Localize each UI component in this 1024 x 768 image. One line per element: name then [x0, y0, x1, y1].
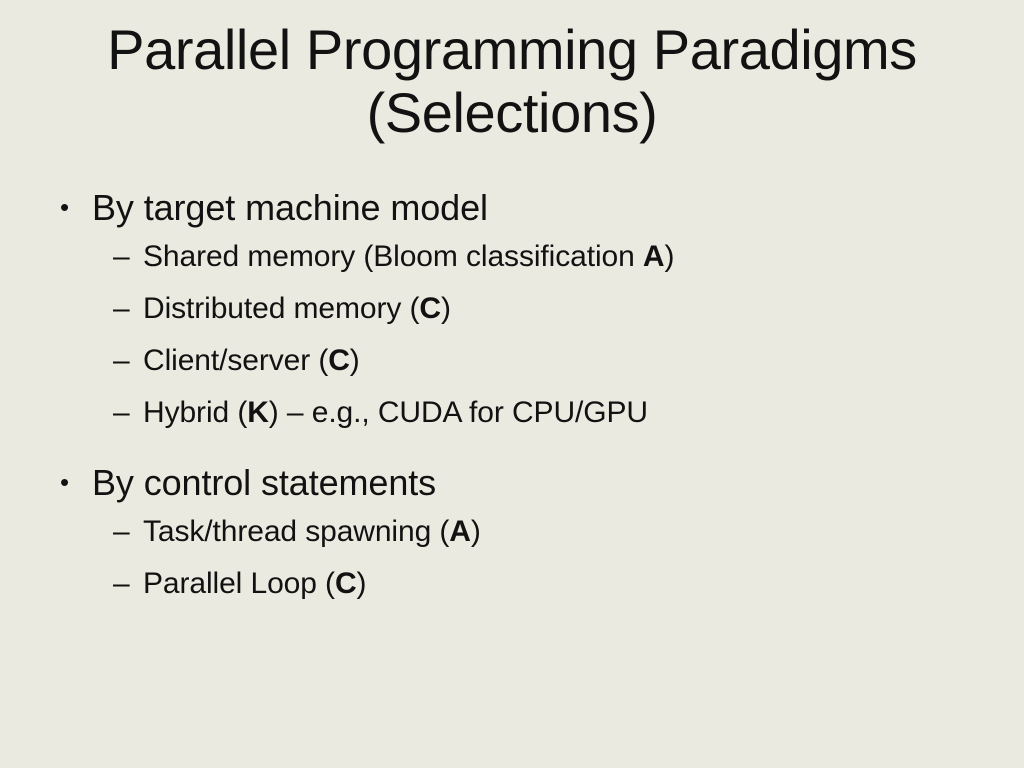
dash-marker-icon: – [113, 396, 130, 430]
bloom-code: K [247, 396, 269, 430]
bullet-level1: • By target machine model [60, 186, 990, 229]
bullet-level2: – Parallel Loop (C) [60, 566, 990, 602]
text-prefix: Client/server ( [143, 344, 329, 378]
dash-marker-icon: – [113, 292, 130, 326]
bloom-code: C [328, 344, 350, 378]
bullet-level2-label: Hybrid (K) – e.g., CUDA for CPU/GPU [143, 395, 990, 431]
text-suffix: ) [664, 240, 675, 274]
bullet-level1-label: By target machine model [92, 187, 488, 228]
bullet-level2-label: Task/thread spawning (A) [143, 514, 990, 550]
bloom-code: C [334, 567, 357, 601]
dash-marker-icon: – [113, 240, 130, 274]
bullet-level2-label: Distributed memory (C) [143, 291, 990, 327]
text-suffix: ) [349, 344, 360, 378]
text-suffix: ) [356, 567, 367, 601]
bullet-level1: • By control statements [60, 461, 990, 504]
bullet-level2: – Client/server (C) [60, 343, 990, 379]
bullet-level2-label: Shared memory (Bloom classification A) [143, 239, 990, 275]
bullet-marker-icon: • [60, 467, 70, 498]
bloom-code: C [419, 292, 441, 326]
dash-marker-icon: – [113, 344, 130, 378]
bullet-level2: – Hybrid (K) – e.g., CUDA for CPU/GPU [60, 395, 990, 431]
bullet-level2: – Task/thread spawning (A) [60, 514, 990, 550]
bullet-level2-label: Client/server (C) [143, 343, 990, 379]
slide-title: Parallel Programming Paradigms (Selectio… [60, 18, 964, 145]
slide-body: • By target machine model – Shared memor… [60, 186, 990, 618]
title-line-1: Parallel Programming Paradigms [107, 18, 917, 81]
bullet-level2-label: Parallel Loop (C) [143, 566, 990, 602]
text-suffix: ) [440, 292, 451, 326]
bullet-level1-label: By control statements [92, 462, 437, 504]
text-prefix: Hybrid ( [143, 396, 248, 430]
bloom-code: A [642, 240, 665, 274]
bullet-level2: – Shared memory (Bloom classification A) [60, 239, 990, 275]
bullet-level2: – Distributed memory (C) [60, 291, 990, 327]
bloom-code: A [449, 515, 471, 549]
text-prefix: Task/thread spawning ( [143, 515, 450, 549]
group-spacer [60, 447, 990, 461]
dash-marker-icon: – [113, 515, 130, 549]
text-prefix: Shared memory (Bloom classification [143, 240, 643, 274]
bullet-marker-icon: • [60, 192, 70, 222]
text-suffix: ) [470, 515, 481, 549]
text-prefix: Parallel Loop ( [143, 567, 335, 601]
text-prefix: Distributed memory ( [143, 292, 420, 326]
title-line-2: (Selections) [366, 81, 658, 145]
dash-marker-icon: – [113, 567, 130, 601]
text-suffix: ) – e.g., CUDA for CPU/GPU [268, 396, 648, 430]
